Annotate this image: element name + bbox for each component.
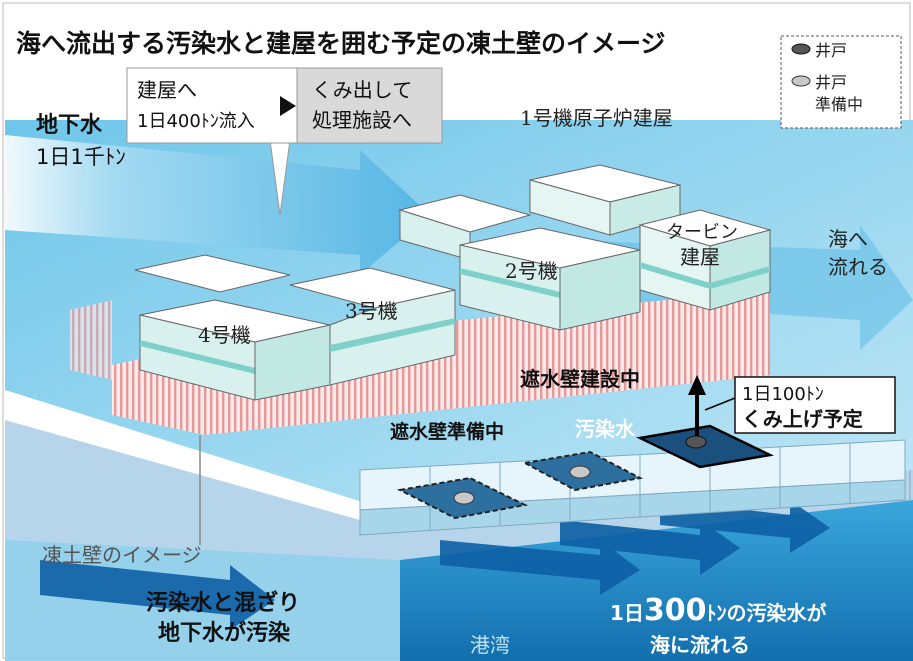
legend-well-prep-label-1: 井戸 xyxy=(815,73,847,92)
legend-well-label: 井戸 xyxy=(815,41,847,60)
outflow-suffix: ﾄﾝの汚染水が xyxy=(707,601,827,625)
groundwater-flow-arrow xyxy=(5,135,430,275)
frozen-wall-label: 凍土壁のイメージ xyxy=(42,543,202,567)
inflow-text-1: 建屋へ xyxy=(137,78,197,102)
building-unit4 xyxy=(134,254,331,401)
legend: 井戸 井戸 準備中 xyxy=(780,35,902,129)
building-unit2 xyxy=(459,227,641,331)
legend-well-icon xyxy=(791,43,811,55)
outflow-arrow-2 xyxy=(560,520,740,575)
well-area-active xyxy=(635,424,775,469)
well-prep-marker-2 xyxy=(569,465,591,479)
inflow-callout: 建屋へ 1日400ﾄﾝ流入 くみ出して 処理施設へ xyxy=(126,67,443,144)
mixing-label-2: 地下水が汚染 xyxy=(158,620,290,646)
outflow-number: 300 xyxy=(644,593,707,628)
well-marker-active xyxy=(685,435,707,449)
outflow-prefix: 1日 xyxy=(610,601,644,625)
well-prep-marker-1 xyxy=(453,491,475,505)
contaminated-water-label: 汚染水 xyxy=(575,417,636,441)
legend-well-prep-icon xyxy=(791,75,811,87)
pump-leader-line xyxy=(704,397,736,411)
turbine-label-2: 建屋 xyxy=(680,245,720,269)
page-title: 海へ流出する汚染水と建屋を囲む予定の凍土壁のイメージ xyxy=(16,29,666,58)
inflow-text-2: 1日400ﾄﾝ流入 xyxy=(137,111,255,132)
groundwater-label-1: 地下水 xyxy=(36,113,103,138)
building-turbine xyxy=(638,209,772,311)
frozen-wall-back xyxy=(70,300,112,380)
unit3-label: 3号機 xyxy=(345,299,398,323)
pump-text-2: 処理施設へ xyxy=(312,108,412,132)
pumping-plan-line2: くみ上げ予定 xyxy=(742,407,863,431)
outflow-label-1: 1日300ﾄﾝの汚染水が xyxy=(610,593,827,628)
outflow-arrow-1 xyxy=(440,540,640,595)
turbine-label-1: タービン xyxy=(666,222,738,243)
building-block-back xyxy=(398,164,681,261)
building-unit3 xyxy=(289,267,456,386)
frozen-wall-front xyxy=(205,290,770,435)
pumping-plan-line1: 1日100ﾄﾝ xyxy=(742,384,824,405)
outflow-arrow-left xyxy=(40,560,275,630)
outflow-label-2: 海に流れる xyxy=(650,633,750,657)
wall-construction-label: 遮水壁建設中 xyxy=(520,367,640,391)
unit4-label: 4号機 xyxy=(198,323,251,347)
callout-arrow-icon xyxy=(280,96,296,116)
harbor-label: 港湾 xyxy=(470,633,510,657)
legend-well-prep-label-2: 準備中 xyxy=(815,95,863,114)
unit2-label: 2号機 xyxy=(505,259,558,283)
sea-flow-label-1: 海へ xyxy=(828,227,868,251)
groundwater-label-2: 1日1千ﾄﾝ xyxy=(36,145,126,169)
pump-up-arrowhead xyxy=(688,375,706,395)
harbor-sea xyxy=(400,500,913,661)
wall-preparation-label: 遮水壁準備中 xyxy=(390,420,504,443)
unit1-reactor-label: 1号機原子炉建屋 xyxy=(520,106,673,130)
sea-flow-label-2: 流れる xyxy=(828,255,888,279)
mixing-label-1: 汚染水と混ざり xyxy=(146,590,300,616)
pump-text-1: くみ出して xyxy=(312,78,412,102)
pumping-plan-box: 1日100ﾄﾝ くみ上げ予定 xyxy=(734,376,896,434)
